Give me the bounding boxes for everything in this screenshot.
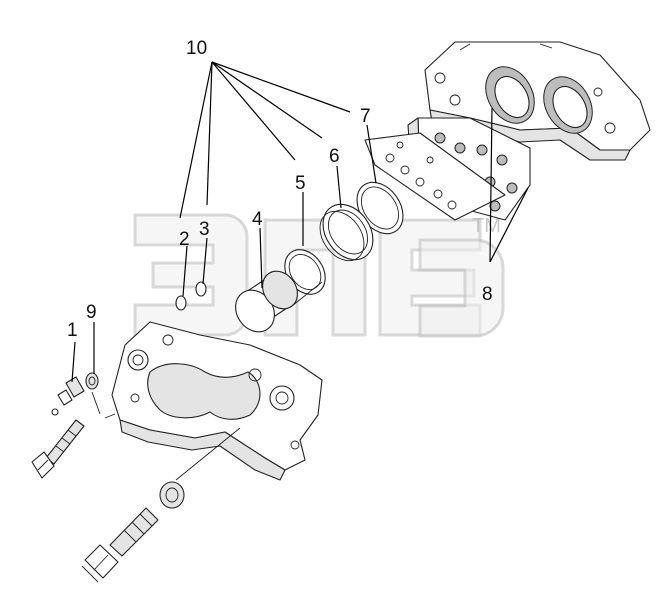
- part-3-small-ring: [195, 281, 207, 297]
- callout-6: 6: [329, 146, 340, 167]
- part-9-washer: [85, 372, 101, 415]
- part-2-small-ring: [175, 295, 187, 311]
- leader-2: [182, 245, 188, 297]
- leader-10-to-7: [211, 61, 351, 113]
- part-7-shim-plate: [364, 132, 506, 221]
- callout-7: 7: [360, 106, 371, 127]
- part-4-piston: [235, 270, 298, 333]
- leader-lines: [71, 61, 529, 383]
- callout-1: 1: [67, 320, 78, 341]
- callout-3: 3: [199, 219, 210, 240]
- watermark-trademark: TM: [472, 215, 501, 237]
- leader-1: [71, 341, 76, 383]
- leader-10-to-2: [179, 61, 213, 219]
- leader-10-to-6: [211, 61, 323, 139]
- callout-10: 10: [186, 38, 207, 59]
- leader-3: [202, 237, 208, 285]
- callout-8: 8: [482, 284, 493, 305]
- leader-10-to-5: [211, 61, 296, 161]
- leader-10-to-3: [206, 61, 213, 206]
- callout-9: 9: [86, 302, 97, 323]
- leader-6: [336, 165, 342, 209]
- guide-bolt-lower: [81, 481, 185, 583]
- leader-7: [366, 124, 377, 184]
- assembly-axis-lines: [104, 281, 323, 481]
- leader-4: [259, 227, 263, 289]
- part-5-dust-boot: [319, 203, 374, 262]
- guide-bolt-upper: [31, 419, 85, 479]
- lower-caliper-housing: [111, 321, 323, 481]
- part-1-bleed-screw: [51, 376, 85, 416]
- callout-2: 2: [179, 229, 190, 250]
- leader-8b: [489, 107, 493, 263]
- leader-8a: [489, 187, 529, 263]
- callout-4: 4: [252, 209, 263, 230]
- callout-labels: 10 7 6 5 4 3 2 8 1 9: [67, 38, 493, 341]
- callout-5: 5: [295, 173, 306, 194]
